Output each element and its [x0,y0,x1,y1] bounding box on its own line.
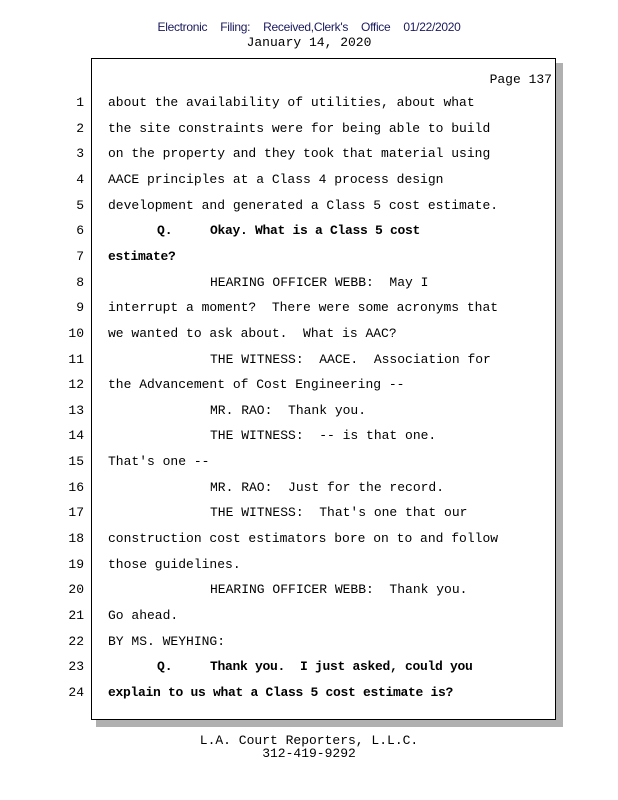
line-number: 18 [68,531,84,547]
line-text: those guidelines. [108,556,241,572]
line-text: AACE principles at a Class 4 process des… [108,171,444,187]
line-text: THE WITNESS: AACE. Association for [210,351,491,367]
line-number: 21 [68,608,84,623]
line-number: 11 [68,351,84,367]
transcript-page-box [91,58,556,720]
transcript-line: 17 THE WITNESS: That's one that our [0,503,600,523]
transcript-line: 13 MR. RAO: Thank you. [0,401,600,421]
line-number: 1 [76,95,84,110]
reporter-company: L.A. Court Reporters, L.L.C. [199,733,419,748]
transcript-date: January 14, 2020 [246,35,372,50]
transcript-line: 22 BY MS. WEYHING: [0,632,600,652]
line-number: 5 [76,197,84,213]
line-number: 6 [76,223,84,239]
line-text: Go ahead. [108,608,179,623]
line-text: BY MS. WEYHING: [108,633,226,649]
transcript-line: 6 Q. Okay. What is a Class 5 cost [0,221,600,241]
transcript-line: 1 about the availability of utilities, ab… [0,93,600,113]
line-text: the Advancement of Cost Engineering -- [108,377,405,393]
line-text: HEARING OFFICER WEBB: Thank you. [210,582,468,598]
page-number: Page 137 [489,72,552,87]
transcript-line: 11 THE WITNESS: AACE. Association for [0,350,600,370]
line-number: 7 [76,248,84,264]
line-text: the site constraints were for being able… [108,120,491,136]
transcript-line: 19 those guidelines. [0,555,600,575]
line-text: explain to us what a Class 5 cost estima… [108,684,454,700]
reporter-phone: 312-419-9292 [262,746,356,761]
transcript-line: 2 the site constraints were for being abl… [0,119,600,139]
line-number: 13 [68,402,84,418]
line-text: development and generated a Class 5 cost… [108,197,499,213]
line-number: 24 [68,684,84,700]
filing-stamp: Electronic Filing: Received,Clerk's Offi… [157,20,461,34]
question-marker: Q. [157,223,173,239]
transcript-line: 16 MR. RAO: Just for the record. [0,478,600,498]
line-text: MR. RAO: Thank you. [210,402,367,418]
line-number: 19 [68,556,84,572]
line-text: construction cost estimators bore on to … [108,531,499,547]
line-text: interrupt a moment? There were some acro… [108,300,499,316]
transcript-line: 18 construction cost estimators bore on t… [0,529,600,549]
transcript-line: 3 on the property and they took that mate… [0,144,600,164]
line-text: MR. RAO: Just for the record. [210,479,445,495]
transcript-line: 5 development and generated a Class 5 cos… [0,196,600,216]
transcript-line: 4 AACE principles at a Class 4 process de… [0,170,600,190]
transcript-line: 7 estimate? [0,247,600,267]
line-number: 9 [76,300,84,316]
transcript-line: 9 interrupt a moment? There were some acr… [0,298,600,318]
line-number: 4 [76,171,84,187]
line-text: That's one -- [108,454,210,470]
line-number: 10 [68,325,84,341]
transcript-line: 10 we wanted to ask about. What is AAC? [0,324,600,344]
line-number: 12 [68,377,84,393]
transcript-line: 8 HEARING OFFICER WEBB: May I [0,273,600,293]
line-number: 22 [68,633,84,649]
line-text: we wanted to ask about. What is AAC? [108,325,397,341]
line-number: 20 [68,582,84,598]
line-number: 23 [68,659,84,675]
transcript-line: 20 HEARING OFFICER WEBB: Thank you. [0,580,600,600]
transcript-line: 24 explain to us what a Class 5 cost esti… [0,683,600,703]
line-text: HEARING OFFICER WEBB: May I [210,274,429,290]
line-text: Thank you. I just asked, could you [210,659,473,675]
transcript-line: 21 Go ahead. [0,606,600,626]
line-text: THE WITNESS: That's one that our [210,505,468,521]
line-text: estimate? [108,248,176,264]
line-text: Okay. What is a Class 5 cost [210,223,421,239]
line-number: 15 [68,454,84,470]
line-number: 8 [76,274,84,290]
line-number: 2 [76,120,84,136]
line-text: on the property and they took that mater… [108,146,491,162]
line-text: THE WITNESS: -- is that one. [210,428,437,444]
transcript-line: 23 Q. Thank you. I just asked, could you [0,657,600,677]
question-marker: Q. [157,659,173,675]
line-number: 14 [68,428,84,444]
line-number: 3 [76,146,84,162]
transcript-line: 14 THE WITNESS: -- is that one. [0,426,600,446]
transcript-line: 15 That's one -- [0,452,600,472]
line-number: 16 [68,479,84,495]
transcript-line: 12 the Advancement of Cost Engineering -- [0,375,600,395]
line-number: 17 [68,505,84,521]
line-text: about the availability of utilities, abo… [108,95,475,110]
